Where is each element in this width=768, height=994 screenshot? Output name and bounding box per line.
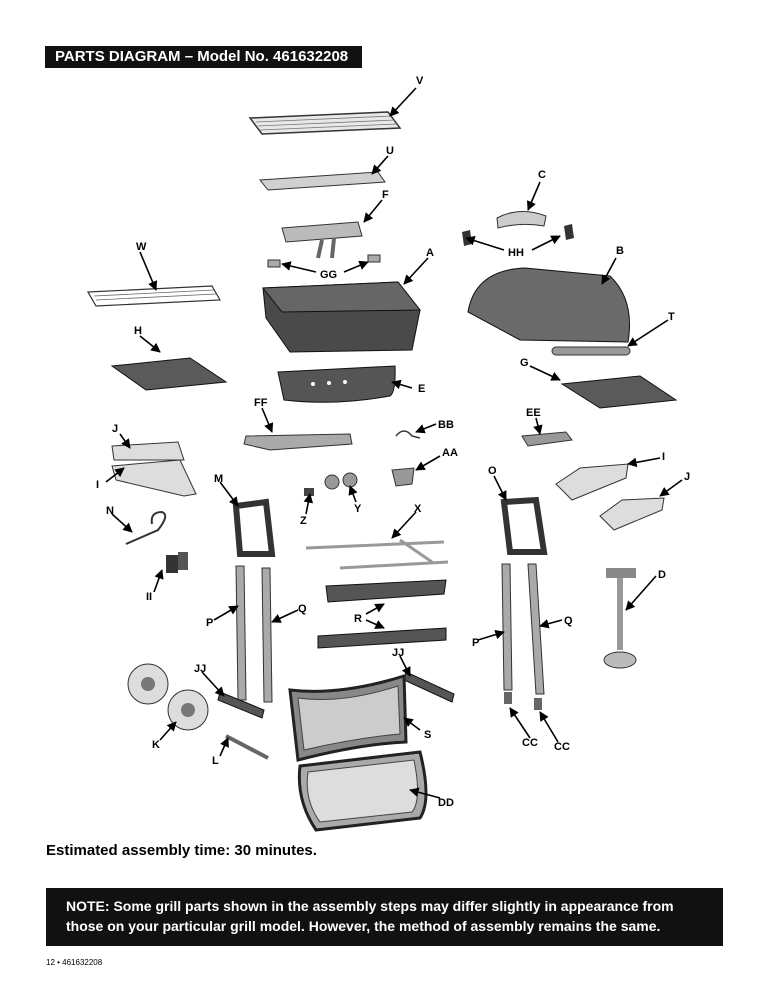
tool-hook: [125, 510, 167, 545]
shelf-bracket: [111, 459, 197, 497]
shelf-bracket: [111, 441, 185, 461]
label-d: D: [658, 569, 666, 581]
label-dd: DD: [438, 797, 454, 809]
label-y: Y: [354, 503, 362, 515]
callout-labels: V U F C HH GG A B W T H G E FF BB EE J I…: [96, 75, 690, 809]
label-jj: JJ: [194, 663, 206, 675]
label-aa: AA: [442, 447, 458, 459]
label-bb: BB: [438, 419, 454, 431]
label-ff: FF: [254, 397, 268, 409]
wheel: [127, 663, 169, 705]
label-i-right: I: [662, 451, 665, 463]
cart-frame-left: [232, 498, 276, 557]
note-line-2: those on your particular grill model. Ho…: [66, 918, 661, 934]
label-j-right: J: [684, 471, 690, 483]
control-knob: [324, 474, 340, 490]
label-jj-right: JJ: [392, 647, 404, 659]
burner-clip: [267, 259, 281, 268]
wire-frame: [305, 538, 449, 570]
label-f: F: [382, 189, 389, 201]
caster-bracket: [166, 555, 178, 573]
assembly-time: Estimated assembly time: 30 minutes.: [46, 842, 317, 859]
burner: [281, 221, 363, 259]
label-h: H: [134, 325, 142, 337]
label-k: K: [152, 739, 160, 751]
label-ee: EE: [526, 407, 541, 419]
bottom-rail: [403, 671, 455, 703]
bottom-rail: [217, 691, 265, 719]
label-cc: CC: [522, 737, 538, 749]
label-c: C: [538, 169, 546, 181]
leg: [235, 565, 247, 701]
label-x: X: [414, 503, 422, 515]
warming-rack: [86, 285, 222, 307]
rod: [551, 346, 631, 356]
cross-panel: [325, 579, 447, 603]
label-q: Q: [298, 603, 307, 615]
drip-tray: [243, 433, 353, 451]
label-hh: HH: [508, 247, 524, 259]
shelf-bracket: [599, 497, 665, 531]
axle: [225, 734, 269, 760]
heat-tent: [259, 171, 386, 191]
control-knob: [342, 472, 358, 488]
leg-cap: [504, 692, 512, 704]
cart-frame-right: [500, 496, 548, 555]
page-footer: 12 • 461632208: [46, 958, 103, 967]
label-t: T: [668, 311, 675, 323]
label-l: L: [212, 755, 219, 767]
label-p-right: P: [472, 637, 479, 649]
control-panel: [277, 365, 396, 403]
label-p: P: [206, 617, 213, 629]
leg-cap: [534, 698, 542, 710]
label-a: A: [426, 247, 434, 259]
firebox: [262, 281, 422, 353]
label-n: N: [106, 505, 114, 517]
label-i: I: [96, 479, 99, 491]
page-title: PARTS DIAGRAM – Model No. 461632208: [45, 46, 362, 68]
leg: [527, 563, 545, 695]
label-u: U: [386, 145, 394, 157]
igniter: [395, 430, 421, 439]
leg: [261, 567, 273, 703]
label-j: J: [112, 423, 118, 435]
cooking-grate: [248, 111, 402, 135]
label-e: E: [418, 383, 425, 395]
label-g: G: [520, 357, 529, 369]
label-s: S: [424, 729, 431, 741]
cross-panel: [317, 627, 447, 649]
label-z: Z: [300, 515, 307, 527]
side-shelf-left: [110, 357, 228, 391]
note-line-1: NOTE: Some grill parts shown in the asse…: [66, 898, 674, 914]
label-gg: GG: [320, 269, 337, 281]
connector: [304, 488, 314, 496]
label-m: M: [214, 473, 223, 485]
side-shelf-right: [560, 375, 678, 409]
callout-arrows: [105, 87, 683, 799]
leg: [501, 563, 513, 691]
note-box: NOTE: Some grill parts shown in the asse…: [46, 888, 723, 946]
grease-cup: [391, 467, 415, 487]
label-ii: II: [146, 591, 152, 603]
burner-clip: [367, 254, 381, 263]
label-r: R: [354, 613, 362, 625]
bracket: [521, 431, 573, 447]
wheel: [167, 689, 209, 731]
label-o: O: [488, 465, 497, 477]
gas-regulator: [603, 568, 637, 669]
caster-bracket: [178, 552, 188, 570]
label-q-right: Q: [564, 615, 573, 627]
label-v: V: [416, 75, 424, 87]
handle-bracket-icon: [564, 224, 574, 240]
label-cc-right: CC: [554, 741, 570, 753]
label-w: W: [136, 241, 147, 253]
label-b: B: [616, 245, 624, 257]
lid-handle: [496, 211, 547, 229]
shelf-bracket: [555, 463, 629, 501]
